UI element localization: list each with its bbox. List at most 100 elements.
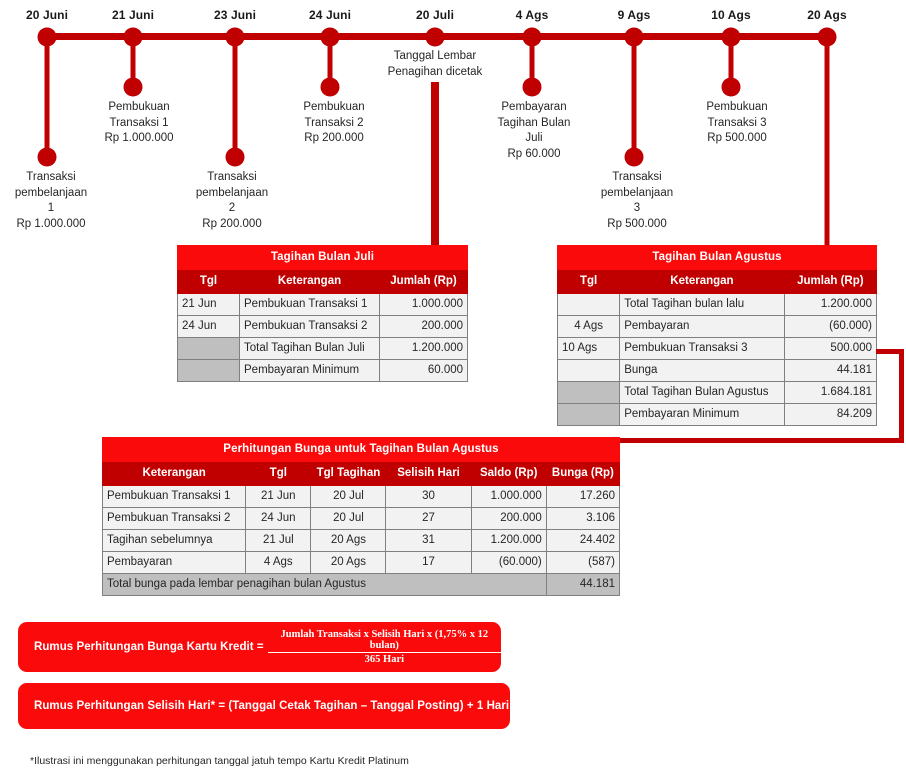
timeline-node-3 [320, 27, 340, 47]
table-row: Pembayaran 4 Ags 20 Ags 17 (60.000) (587… [101, 551, 621, 574]
timeline-stem-1 [130, 42, 136, 87]
table-row: 21 Jun Pembukuan Transaksi 1 1.000.000 [177, 293, 469, 316]
cell-bunga: 3.106 [545, 507, 621, 530]
cell-bunga: 17.260 [545, 485, 621, 508]
table-row: 4 Ags Pembayaran (60.000) [556, 315, 878, 338]
cell-keterangan: Bunga [619, 359, 785, 382]
timeline-date-8: 20 Ags [807, 8, 847, 22]
table-perhitungan-bunga: Perhitungan Bunga untuk Tagihan Bulan Ag… [101, 437, 621, 596]
cell-keterangan: Total Tagihan bulan lalu [619, 293, 785, 316]
table-bunga-col-selisih-hari: Selisih Hari [385, 461, 472, 486]
formula-selisih-text: Rumus Perhitungan Selisih Hari* = (Tangg… [34, 700, 510, 712]
table-bunga-col-keterangan: Keterangan [101, 461, 247, 486]
timeline-node-8 [817, 27, 837, 47]
cell-jumlah: 60.000 [378, 359, 469, 382]
cell-keterangan: Pembayaran Minimum [239, 359, 380, 382]
cell-tgl-tagihan: 20 Jul [310, 485, 387, 508]
cell-tgl: 10 Ags [556, 337, 621, 360]
cell-keterangan: Total Tagihan Bulan Agustus [619, 381, 785, 404]
table-bunga-col-saldo: Saldo (Rp) [470, 461, 547, 486]
table-row: Total Tagihan Bulan Agustus 1.684.181 [556, 381, 878, 404]
cell-keterangan: Pembukuan Transaksi 1 [101, 485, 247, 508]
cell-total-value: 44.181 [545, 573, 621, 596]
table-tagihan-juli: Tagihan Bulan Juli Tgl Keterangan Jumlah… [176, 245, 469, 382]
timeline-dot-1 [123, 77, 143, 97]
cell-keterangan: Pembukuan Transaksi 3 [619, 337, 785, 360]
timeline-dot-6 [624, 147, 644, 167]
timeline-node-0 [37, 27, 57, 47]
cell-tgl: 24 Jun [245, 507, 312, 530]
timeline-connector-agustus [824, 42, 830, 247]
timeline-stem-7 [728, 42, 734, 87]
cell-jumlah: 84.209 [783, 403, 878, 426]
cell-jumlah: 1.200.000 [378, 337, 469, 360]
cell-jumlah: 1.684.181 [783, 381, 878, 404]
timeline-stem-2 [232, 42, 238, 157]
timeline-stem-6 [631, 42, 637, 157]
cell-selisih-hari: 31 [385, 529, 472, 552]
timeline-dot-3 [320, 77, 340, 97]
cell-tgl [556, 381, 621, 404]
timeline-date-6: 9 Ags [617, 8, 651, 22]
timeline-date-4: 20 Juli [415, 8, 455, 22]
cell-tgl: 4 Ags [245, 551, 312, 574]
cell-total-label: Total bunga pada lembar penagihan bulan … [102, 573, 547, 596]
timeline-stem-5 [529, 42, 535, 87]
cell-bunga: 24.402 [545, 529, 621, 552]
cell-saldo: 1.000.000 [470, 485, 547, 508]
cell-tgl [177, 359, 240, 382]
table-agustus-title: Tagihan Bulan Agustus [557, 245, 877, 270]
connector-bunga-horizontal-bottom [618, 438, 904, 443]
formula-bunga-fraction: Jumlah Transaksi x Selisih Hari x (1,75%… [267, 629, 501, 665]
cell-saldo: (60.000) [470, 551, 547, 574]
cell-selisih-hari: 30 [385, 485, 472, 508]
timeline-stem-0 [44, 42, 50, 157]
cell-tgl: 21 Jun [177, 293, 240, 316]
timeline-dot-5 [522, 77, 542, 97]
timeline-date-1: 21 Juni [111, 8, 155, 22]
cell-tgl-tagihan: 20 Jul [310, 507, 387, 530]
table-row: Total Tagihan bulan lalu 1.200.000 [556, 293, 878, 316]
cell-tgl-tagihan: 20 Ags [310, 551, 387, 574]
timeline-date-0: 20 Juni [25, 8, 69, 22]
timeline-node-4 [425, 27, 445, 47]
cell-tgl [556, 359, 621, 382]
cell-keterangan: Total Tagihan Bulan Juli [239, 337, 380, 360]
formula-bunga-label: Rumus Perhitungan Bunga Kartu Kredit = [34, 641, 264, 653]
table-row: Pembukuan Transaksi 2 24 Jun 20 Jul 27 2… [101, 507, 621, 530]
cell-jumlah: 1.000.000 [378, 293, 469, 316]
cell-keterangan: Tagihan sebelumnya [101, 529, 247, 552]
timeline-connector-juli [431, 82, 439, 247]
cell-tgl: 21 Jun [245, 485, 312, 508]
cell-bunga: (587) [545, 551, 621, 574]
timeline-node-6 [624, 27, 644, 47]
timeline-node-7 [721, 27, 741, 47]
table-row: Tagihan sebelumnya 21 Jul 20 Ags 31 1.20… [101, 529, 621, 552]
cell-tgl: 4 Ags [556, 315, 621, 338]
cell-selisih-hari: 17 [385, 551, 472, 574]
table-agustus-col-tgl: Tgl [556, 269, 621, 294]
footnote: *Ilustrasi ini menggunakan perhitungan t… [30, 755, 409, 767]
cell-jumlah: 500.000 [783, 337, 878, 360]
timeline-dot-7 [721, 77, 741, 97]
table-tagihan-agustus: Tagihan Bulan Agustus Tgl Keterangan Jum… [556, 245, 878, 426]
table-row: Bunga 44.181 [556, 359, 878, 382]
table-bunga-col-tgl: Tgl [245, 461, 312, 486]
timeline-node-2 [225, 27, 245, 47]
table-juli-col-jumlah: Jumlah (Rp) [378, 269, 469, 294]
timeline-date-3: 24 Juni [308, 8, 352, 22]
cell-tgl: 24 Jun [177, 315, 240, 338]
table-bunga-title: Perhitungan Bunga untuk Tagihan Bulan Ag… [102, 437, 620, 462]
cell-saldo: 1.200.000 [470, 529, 547, 552]
cell-tgl [177, 337, 240, 360]
cell-tgl: 21 Jul [245, 529, 312, 552]
timeline-node-1 [123, 27, 143, 47]
table-row: Pembukuan Transaksi 1 21 Jun 20 Jul 30 1… [101, 485, 621, 508]
cell-tgl [556, 293, 621, 316]
